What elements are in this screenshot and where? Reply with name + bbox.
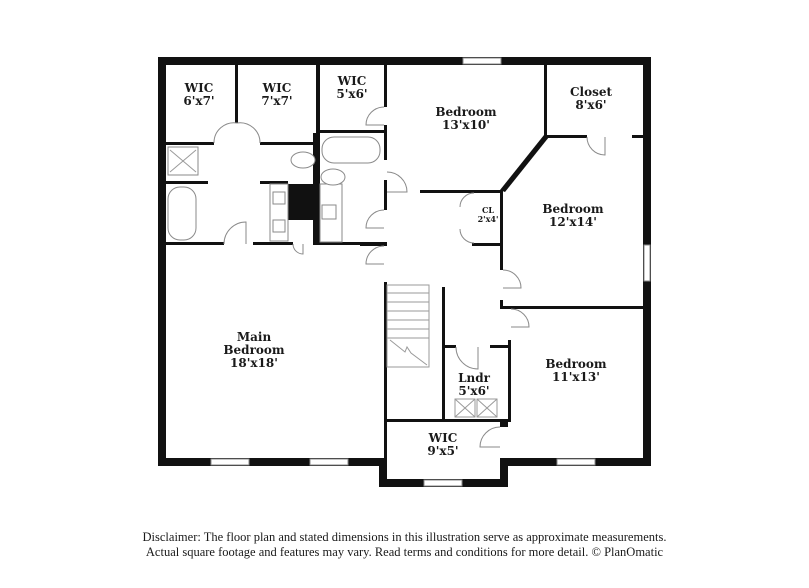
interior-walls xyxy=(166,65,643,462)
room-dims: 8'x6' xyxy=(575,98,607,113)
stairs xyxy=(386,284,430,368)
room-name: Bedroom xyxy=(542,202,604,216)
room-name: WIC xyxy=(262,81,292,95)
disclaimer-line-1: Disclaimer: The floor plan and stated di… xyxy=(142,530,667,544)
room-dims: 6'x7' xyxy=(183,94,215,109)
room-dims: 18'x18' xyxy=(230,356,278,371)
room-dims: 5'x6' xyxy=(336,87,368,102)
room-label-bedroom-12x14: Bedroom 12'x14' xyxy=(542,202,604,230)
room-dims: 5'x6' xyxy=(458,384,490,399)
room-dims: 12'x14' xyxy=(549,215,597,230)
outer-walls xyxy=(158,57,651,487)
room-dims: 9'x5' xyxy=(427,444,459,459)
disclaimer-line-2: Actual square footage and features may v… xyxy=(145,545,664,559)
room-label-wic-6x7: WIC 6'x7' xyxy=(183,81,215,109)
room-label-wic-5x6: WIC 5'x6' xyxy=(336,74,368,102)
room-name: Lndr xyxy=(458,371,490,385)
room-label-wic-7x7: WIC 7'x7' xyxy=(261,81,293,109)
room-label-closet: Closet 8'x6' xyxy=(569,85,613,113)
room-label-bedroom-13x10: Bedroom 13'x10' xyxy=(435,105,497,133)
room-name: Bedroom xyxy=(435,105,497,119)
room-dims: 7'x7' xyxy=(261,94,293,109)
room-name: Main xyxy=(236,330,272,344)
room-name: Closet xyxy=(569,85,613,99)
room-dims: 11'x13' xyxy=(552,370,600,385)
room-name: WIC xyxy=(428,431,458,445)
room-dims: 13'x10' xyxy=(442,118,490,133)
room-label-cl: CL 2'x4' xyxy=(478,206,499,224)
room-label-laundry: Lndr 5'x6' xyxy=(458,371,490,399)
room-label-bedroom-11x13: Bedroom 11'x13' xyxy=(545,357,607,385)
room-label-wic-9x5: WIC 9'x5' xyxy=(427,431,459,459)
room-name-line2: Bedroom xyxy=(223,343,285,358)
room-label-main-bedroom: Main Bedroom 18'x18' xyxy=(223,330,285,371)
room-dims: 2'x4' xyxy=(477,213,499,224)
fixtures xyxy=(167,136,498,418)
room-name: WIC xyxy=(184,81,214,95)
room-name: CL xyxy=(482,205,494,215)
windows xyxy=(210,57,651,487)
doors xyxy=(213,106,606,448)
room-name: WIC xyxy=(337,74,367,88)
room-name: Bedroom xyxy=(545,357,607,371)
